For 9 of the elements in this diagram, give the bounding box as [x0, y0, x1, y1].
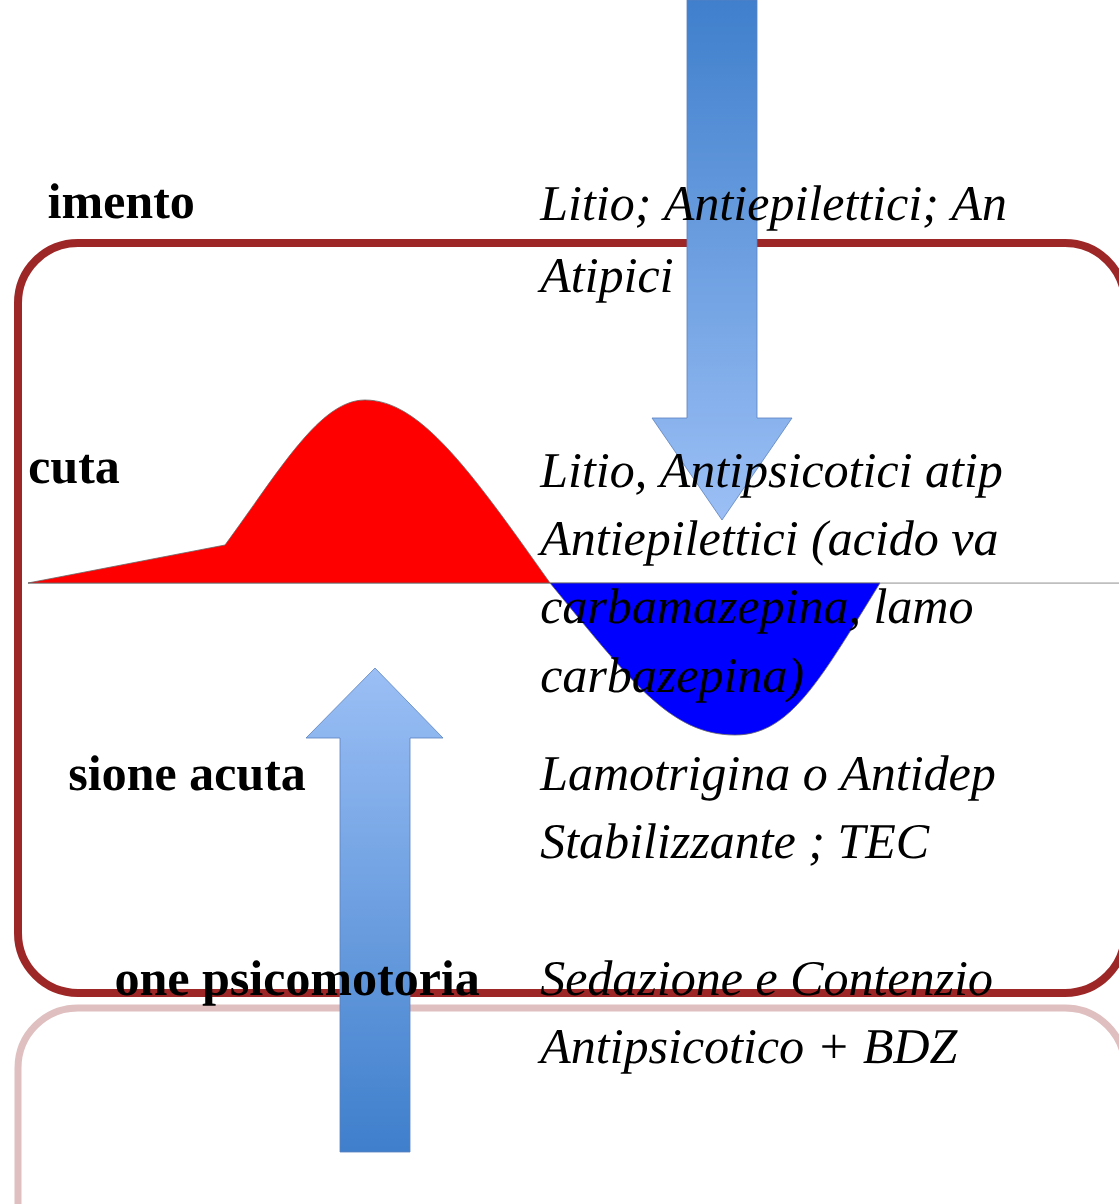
therapy-text: Atipici [537, 258, 673, 303]
row-heading: sione acuta [69, 755, 306, 791]
therapy-text: Litio, Antipsicotici atip [539, 453, 1002, 498]
row-heading: imento [48, 183, 193, 219]
therapy-text: Lamotrigina o Antidep [539, 755, 995, 801]
therapy-text: Antipsicotico + BDZ [537, 1029, 958, 1074]
therapy-text: Stabilizzante ; TEC [540, 823, 930, 866]
row-heading: cuta [29, 454, 120, 484]
therapy-text: Antiepilettici (acido va [537, 520, 997, 566]
